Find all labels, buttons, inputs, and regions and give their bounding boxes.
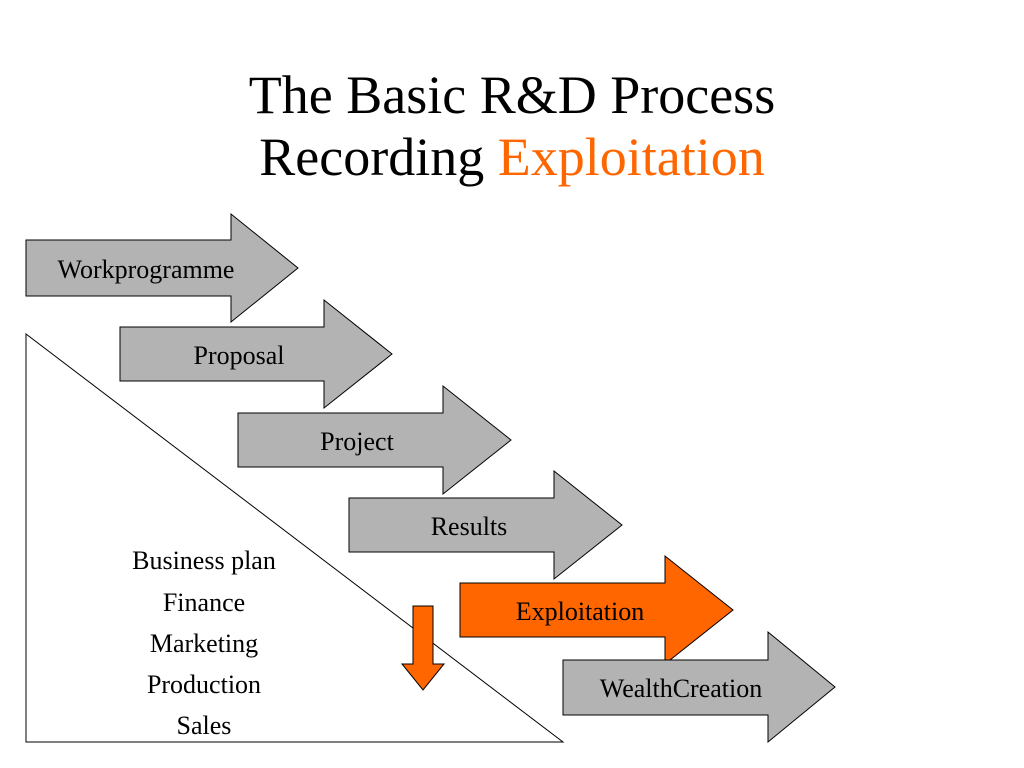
support-item: Production (147, 670, 261, 699)
stage-arrow-proposal: Proposal (119, 298, 393, 410)
stage-label: Results (431, 512, 508, 541)
support-item: Sales (177, 711, 232, 740)
stage-label: Exploitation (516, 597, 645, 626)
stage-arrow-project: Project (237, 384, 512, 496)
support-item: Marketing (150, 629, 258, 658)
arrow-shape (119, 298, 393, 410)
arrow-shape (237, 384, 512, 496)
stage-label: Proposal (194, 341, 285, 370)
stage-arrow-results: Results (348, 469, 623, 581)
title-line-2: Recording Exploitation (0, 126, 1024, 188)
arrow-shape (459, 554, 734, 666)
stage-arrow-workprogramme: Workprogramme (25, 212, 299, 324)
support-item: Finance (163, 588, 245, 617)
stage-arrow-wealthcreation: WealthCreation (562, 630, 836, 744)
slide-title: The Basic R&D Process Recording Exploita… (0, 64, 1024, 188)
stage-arrow-exploitation: Exploitation (459, 554, 734, 666)
arrow-shape (348, 469, 623, 581)
stage-label: WealthCreation (600, 674, 763, 703)
arrow-shape (562, 630, 836, 744)
down-arrow-icon (400, 605, 446, 691)
arrow-shape (25, 212, 299, 324)
support-item: Business plan (132, 546, 276, 575)
title-recording: Recording (259, 127, 485, 187)
supporting-items-list: Business plan Finance Marketing Producti… (132, 546, 276, 740)
stage-label: Workprogramme (58, 255, 235, 284)
title-exploitation: Exploitation (497, 127, 765, 187)
title-line-1: The Basic R&D Process (248, 65, 776, 125)
stage-label: Project (320, 427, 394, 456)
